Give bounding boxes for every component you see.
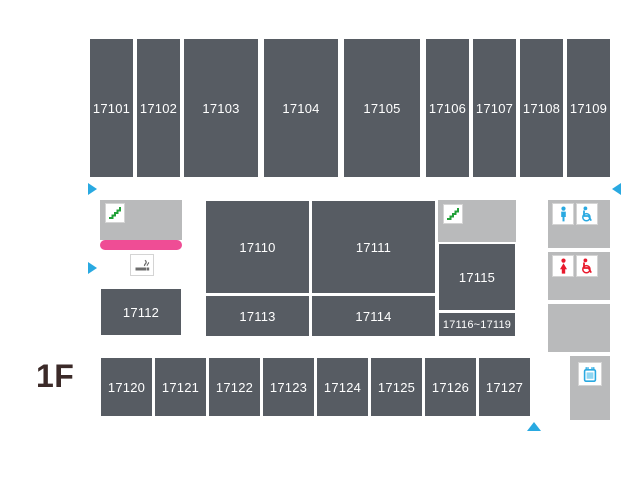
room-17127[interactable]: 17127 <box>478 357 531 417</box>
escalator-icon <box>447 208 459 220</box>
room-label: 17110 <box>239 239 276 255</box>
escalator-icon-tile-right[interactable] <box>443 204 463 224</box>
wheelchair-accessible-icon <box>582 258 592 274</box>
room-17115[interactable]: 17115 <box>438 243 516 311</box>
room-17101[interactable]: 17101 <box>89 38 134 178</box>
room-17105[interactable]: 17105 <box>343 38 421 178</box>
room-label: 17123 <box>269 379 308 395</box>
room-17113[interactable]: 17113 <box>205 295 310 337</box>
coin-locker-icon-tile[interactable] <box>578 362 602 386</box>
room-label: 17112 <box>122 304 160 320</box>
escalator-icon-tile-left[interactable] <box>105 203 125 223</box>
floor-label: 1F <box>36 358 75 394</box>
room-17123[interactable]: 17123 <box>262 357 315 417</box>
room-label: 17125 <box>377 379 416 395</box>
room-label: 17111 <box>355 239 392 255</box>
female-restroom-icon-tile[interactable] <box>552 255 574 277</box>
male-accessible-icon-tile[interactable] <box>576 203 598 225</box>
room-label: 17114 <box>355 308 392 324</box>
room-17112[interactable]: 17112 <box>100 288 182 336</box>
wheelchair-accessible-icon <box>582 206 592 222</box>
arrow-entrance-bottom <box>527 422 541 431</box>
room-label: 17104 <box>282 100 320 116</box>
room-label: 17102 <box>139 100 178 116</box>
room-17109[interactable]: 17109 <box>566 38 611 178</box>
female-restroom-icon <box>559 258 567 274</box>
arrow-entrance-top-left <box>88 183 97 195</box>
coin-locker-icon <box>583 366 597 382</box>
room-label: 17127 <box>485 379 524 395</box>
room-17102[interactable]: 17102 <box>136 38 181 178</box>
male-restroom-icon-tile[interactable] <box>552 203 574 225</box>
room-17121[interactable]: 17121 <box>154 357 207 417</box>
moving-walkway-band <box>100 240 182 250</box>
room-label: 17103 <box>202 100 240 116</box>
room-label: 17113 <box>239 308 276 324</box>
room-label: 17105 <box>363 100 401 116</box>
service-block-plain <box>548 304 610 352</box>
smoking-area-icon-tile[interactable] <box>130 254 154 276</box>
room-17124[interactable]: 17124 <box>316 357 369 417</box>
room-label: 17120 <box>107 379 146 395</box>
room-label: 17106 <box>428 100 467 116</box>
arrow-entrance-mid-left <box>88 262 97 274</box>
arrow-entrance-top-right <box>612 183 621 195</box>
room-17107[interactable]: 17107 <box>472 38 517 178</box>
room-label: 17107 <box>475 100 514 116</box>
room-17104[interactable]: 17104 <box>263 38 339 178</box>
female-accessible-icon-tile[interactable] <box>576 255 598 277</box>
escalator-icon <box>109 207 121 219</box>
room-label: 17124 <box>323 379 362 395</box>
room-17110[interactable]: 17110 <box>205 200 310 294</box>
room-label: 17116~17119 <box>442 318 512 331</box>
room-17103[interactable]: 17103 <box>183 38 259 178</box>
room-label: 17122 <box>215 379 254 395</box>
room-17125[interactable]: 17125 <box>370 357 423 417</box>
room-17120[interactable]: 17120 <box>100 357 153 417</box>
room-17111[interactable]: 17111 <box>311 200 436 294</box>
male-restroom-icon <box>560 206 566 222</box>
room-17114[interactable]: 17114 <box>311 295 436 337</box>
room-17108[interactable]: 17108 <box>519 38 564 178</box>
room-label: 17115 <box>458 269 496 285</box>
room-17106[interactable]: 17106 <box>425 38 470 178</box>
room-17126[interactable]: 17126 <box>424 357 477 417</box>
smoking-area-icon <box>135 259 149 270</box>
room-17122[interactable]: 17122 <box>208 357 261 417</box>
room-label: 17109 <box>569 100 608 116</box>
room-label: 17101 <box>92 100 131 116</box>
room-label: 17121 <box>161 379 200 395</box>
room-17116-17119[interactable]: 17116~17119 <box>438 312 516 337</box>
room-label: 17108 <box>522 100 561 116</box>
room-label: 17126 <box>431 379 470 395</box>
